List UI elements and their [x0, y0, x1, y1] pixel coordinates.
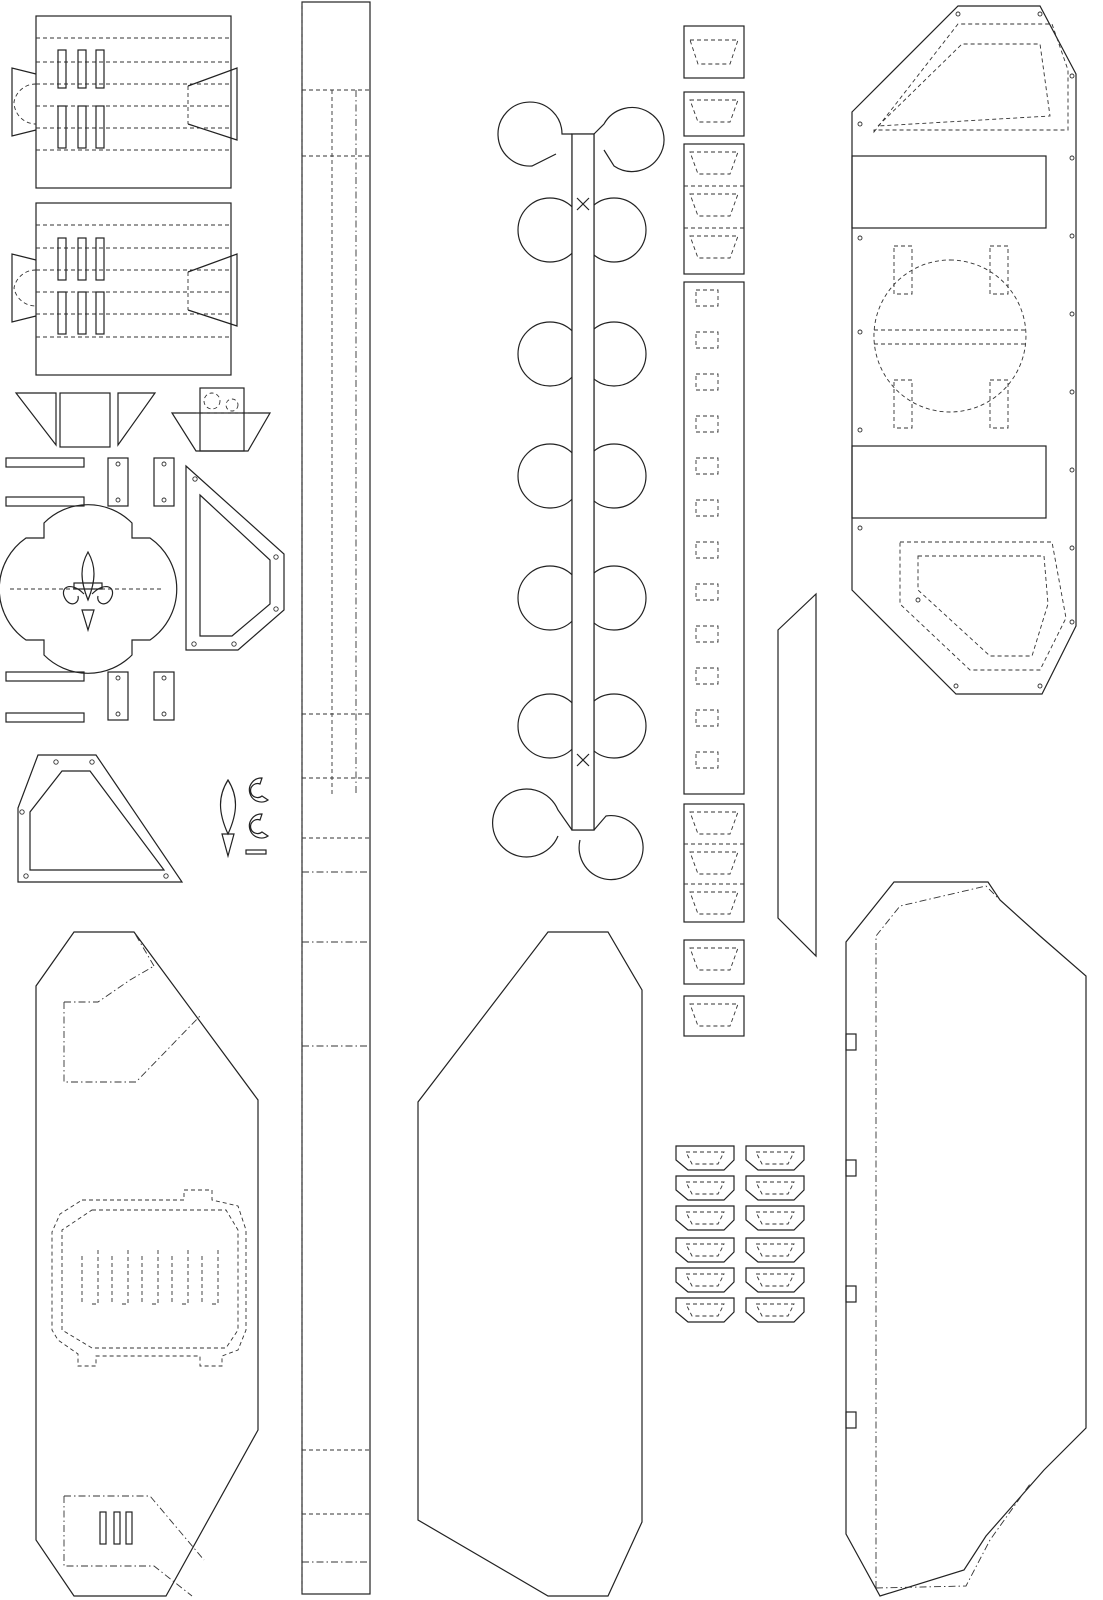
- small-triangle-parts: [14, 392, 157, 448]
- track-link-bottom-group: [683, 803, 745, 1037]
- trapezoid-plate-upper: [185, 464, 285, 651]
- track-link-long-strip: [683, 281, 745, 795]
- engine-block-upper: [11, 15, 238, 189]
- hull-side-left: [35, 931, 259, 1597]
- turret-ring-fold: [873, 245, 1027, 429]
- long-side-strip: [301, 1, 371, 1595]
- track-guard-pieces: [675, 1145, 805, 1323]
- strip-parts: [5, 457, 175, 723]
- slanted-blade-strip: [777, 592, 817, 958]
- fleur-cutout-parts: [219, 777, 270, 859]
- engine-block-lower: [11, 202, 238, 376]
- emblem-disc: [0, 504, 178, 674]
- bracket-part: [170, 387, 272, 452]
- track-link-column: [683, 25, 745, 1037]
- turret-mount-outline: [51, 1189, 247, 1367]
- trapezoid-plate-lower: [17, 754, 184, 883]
- fleur-de-lis-icon: [62, 550, 114, 633]
- hull-side-right: [845, 881, 1087, 1597]
- hull-top-plate: [851, 5, 1077, 695]
- track-link-top-group: [683, 25, 745, 275]
- wheel-strip: [492, 101, 665, 881]
- hull-bottom-plate: [417, 931, 643, 1597]
